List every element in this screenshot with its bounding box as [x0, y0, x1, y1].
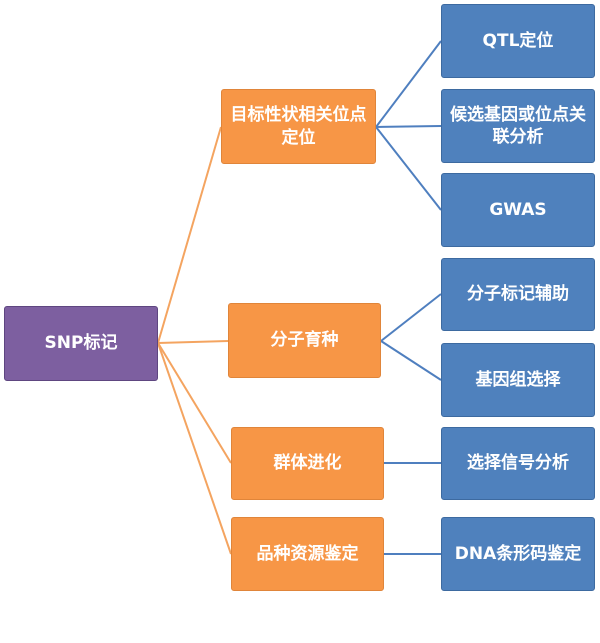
branch-node-population-evolution: 群体进化: [231, 427, 384, 500]
leaf-node-gwas: GWAS: [441, 173, 595, 247]
leaf-node-dna-barcode-identification: DNA条形码鉴定: [441, 517, 595, 591]
connector-root-to-branch-1: [157, 340, 229, 344]
leaf-node-qtl-mapping: QTL定位: [441, 4, 595, 78]
connector-root-to-branch-0: [157, 126, 222, 344]
connector-branch-0-to-leaf-1: [375, 125, 442, 128]
connector-root-to-branch-3: [157, 342, 232, 555]
branch-node-variety-identification: 品种资源鉴定: [231, 517, 384, 591]
leaf-node-selection-signal-analysis: 选择信号分析: [441, 427, 595, 500]
connector-branch-0-to-leaf-2: [375, 126, 442, 211]
branch-node-molecular-breeding: 分子育种: [228, 303, 381, 378]
root-node-snp-marker: SNP标记: [4, 306, 158, 381]
connector-root-to-branch-2: [157, 342, 232, 464]
leaf-node-marker-assisted: 分子标记辅助: [441, 258, 595, 331]
leaf-node-genomic-selection: 基因组选择: [441, 343, 595, 417]
connector-branch-0-to-leaf-0: [375, 40, 442, 128]
branch-node-target-trait-mapping: 目标性状相关位点定位: [221, 89, 376, 164]
connector-branch-1-to-leaf-1: [380, 340, 442, 381]
connector-branch-1-to-leaf-0: [380, 293, 442, 342]
leaf-node-candidate-gene-association: 候选基因或位点关联分析: [441, 89, 595, 163]
